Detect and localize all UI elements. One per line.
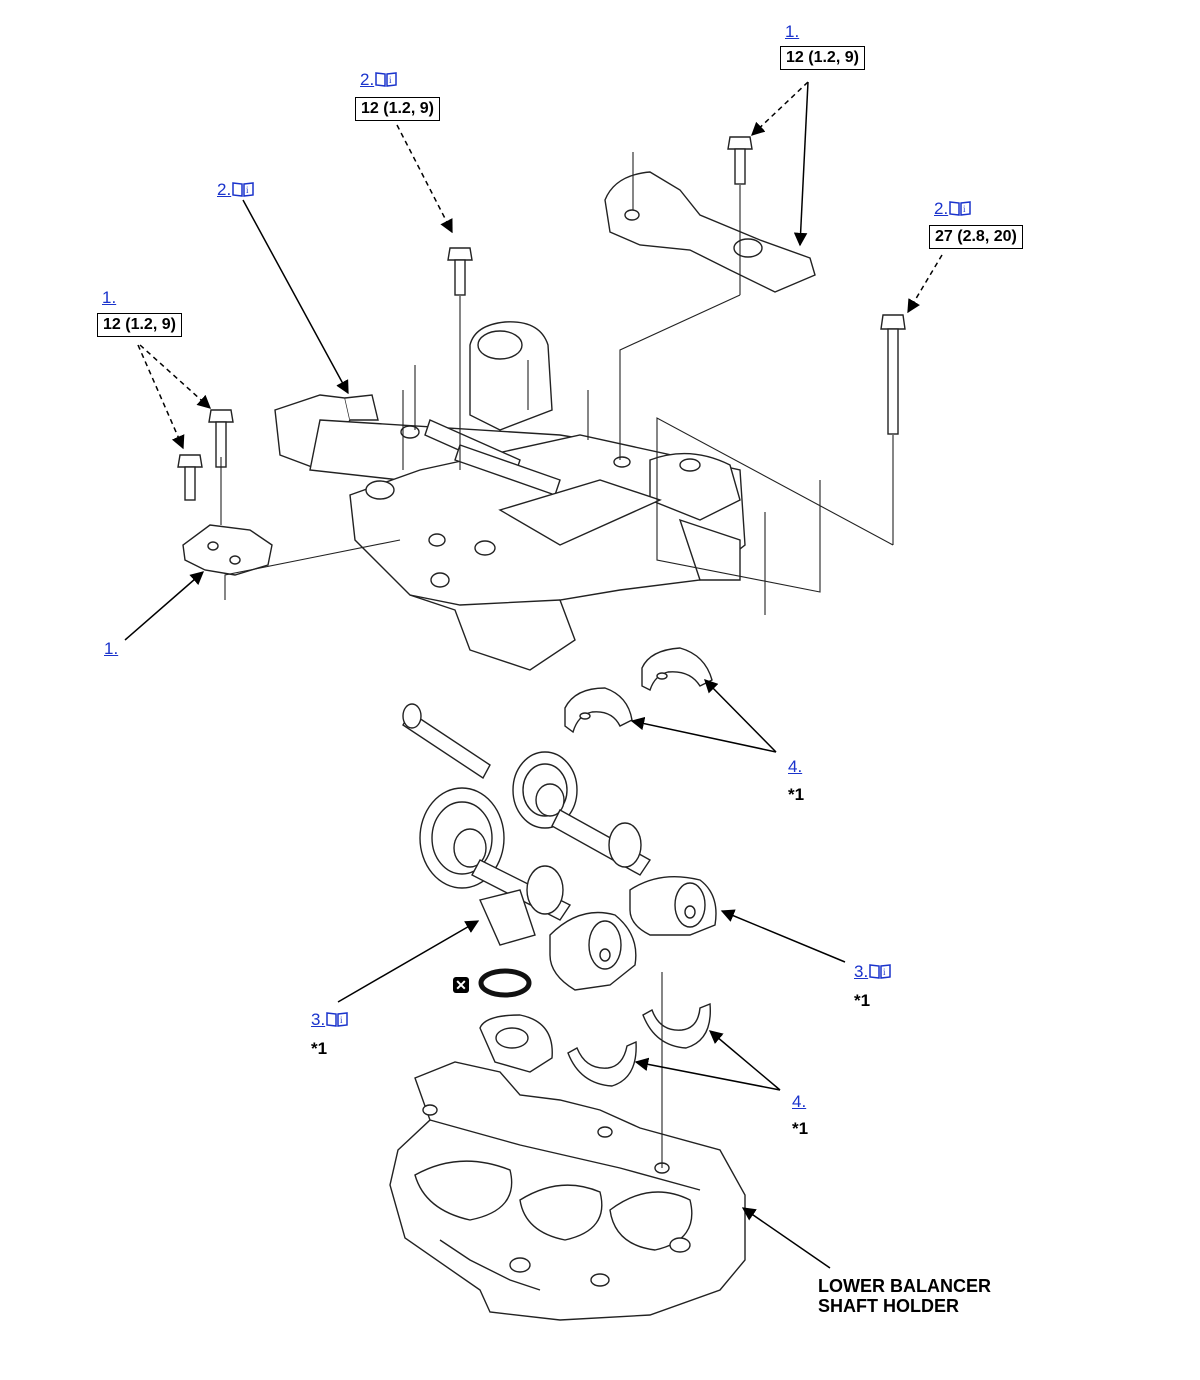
callout-1-top-right[interactable]: 1. — [785, 22, 800, 41]
alignment-lines — [220, 152, 894, 615]
note-left-shaft: *1 — [311, 1039, 328, 1058]
upper-bracket — [604, 171, 816, 293]
book-icon: i — [326, 1012, 348, 1027]
callout-2-left[interactable]: 2.i — [217, 180, 254, 200]
callout-2-top[interactable]: 2.i — [360, 70, 397, 90]
torque-spec-top-right: 12 (1.2, 9) — [780, 46, 865, 70]
replace-part-icon: ✕ — [453, 977, 469, 993]
callout-4-upper-bearings[interactable]: 4. — [788, 757, 803, 776]
part-label-line1: LOWER BALANCER — [818, 1276, 991, 1296]
note-upper-bearings: *1 — [788, 785, 805, 804]
balancer-shafts — [402, 703, 717, 991]
callout-1-left-bolts[interactable]: 1. — [102, 288, 117, 307]
svg-text:i: i — [246, 185, 249, 195]
callout-3-left-shaft[interactable]: 3.i — [311, 1010, 348, 1030]
torque-spec-left: 12 (1.2, 9) — [97, 313, 182, 337]
part-label-lower-balancer-shaft-holder: LOWER BALANCER SHAFT HOLDER — [818, 1276, 991, 1316]
note-lower-bearings: *1 — [792, 1119, 809, 1138]
torque-spec-top: 12 (1.2, 9) — [355, 97, 440, 121]
bolts — [177, 136, 906, 501]
book-icon: i — [869, 964, 891, 979]
callout-4-lower-bearings[interactable]: 4. — [792, 1092, 807, 1111]
svg-text:i: i — [963, 204, 966, 214]
callout-3-right-shaft[interactable]: 3.i — [854, 962, 891, 982]
svg-text:i: i — [389, 75, 392, 85]
note-right-shaft: *1 — [854, 991, 871, 1010]
upper-bearings — [564, 647, 713, 734]
callout-1-plate[interactable]: 1. — [104, 639, 119, 658]
upper-balancer-holder — [274, 321, 746, 671]
o-ring — [478, 968, 532, 998]
book-icon: i — [232, 182, 254, 197]
book-icon: i — [949, 201, 971, 216]
lower-bearings — [567, 1002, 711, 1087]
svg-text:i: i — [883, 967, 886, 977]
leader-lines — [124, 81, 943, 1269]
book-icon: i — [375, 72, 397, 87]
lower-balancer-holder — [389, 1014, 746, 1321]
torque-spec-right: 27 (2.8, 20) — [929, 225, 1023, 249]
small-plate — [182, 524, 273, 576]
part-label-line2: SHAFT HOLDER — [818, 1296, 959, 1316]
callout-2-right[interactable]: 2.i — [934, 199, 971, 219]
svg-text:i: i — [340, 1015, 343, 1025]
